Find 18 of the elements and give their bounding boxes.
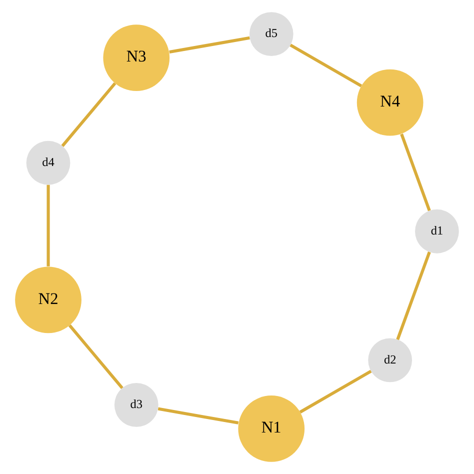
connector xyxy=(158,407,239,424)
connector xyxy=(68,324,124,390)
node-circle: d2 xyxy=(368,338,412,382)
node-circle: d4 xyxy=(26,140,70,185)
node-circle: d5 xyxy=(249,12,294,56)
connector xyxy=(169,36,250,54)
node-circle: d3 xyxy=(114,382,158,427)
connector xyxy=(400,134,431,212)
node-circle: N1 xyxy=(238,396,305,462)
node-circle: N2 xyxy=(15,266,82,334)
connector xyxy=(396,252,431,340)
connector xyxy=(61,82,116,147)
connector xyxy=(299,370,372,414)
connector xyxy=(290,44,362,88)
node-circle: N4 xyxy=(356,69,424,136)
connector xyxy=(46,184,50,266)
node-circle: N3 xyxy=(103,24,170,92)
node-circle: d1 xyxy=(415,209,459,254)
